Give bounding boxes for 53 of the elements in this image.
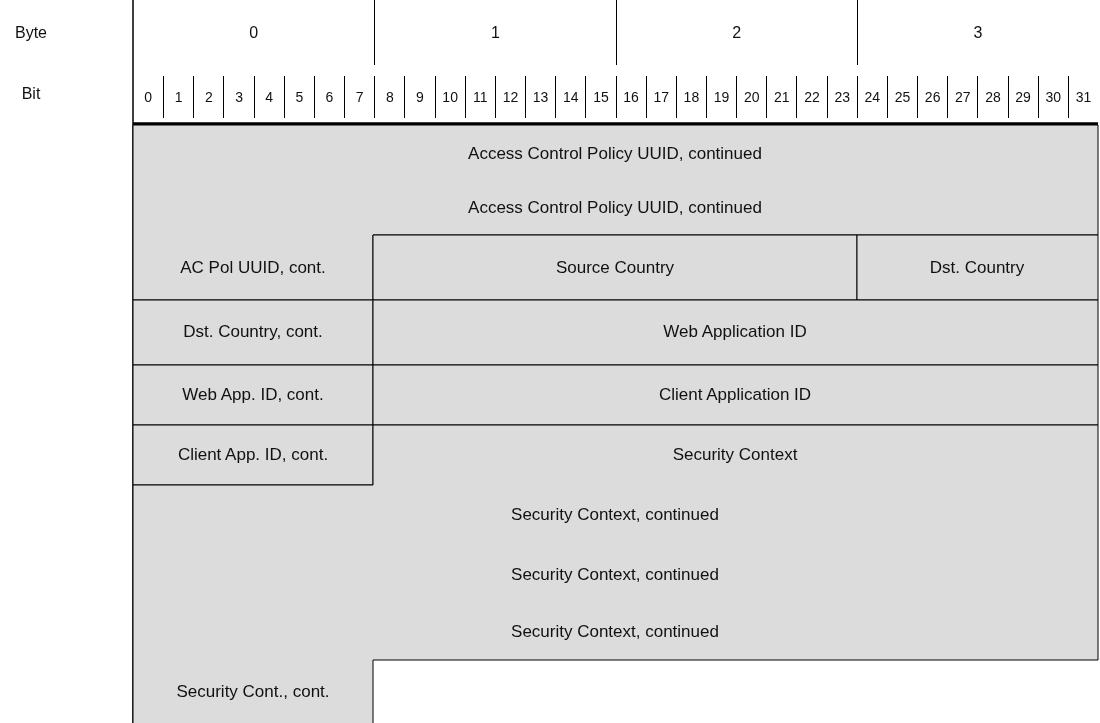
- bit-number: 18: [675, 76, 706, 118]
- byte-number: 2: [615, 0, 857, 65]
- field-label: Security Context, continued: [511, 505, 719, 525]
- bit-number: 15: [585, 76, 616, 118]
- field-label: Security Context, continued: [511, 565, 719, 585]
- bit-number: 25: [886, 76, 918, 118]
- bit-number: 13: [525, 76, 556, 118]
- field-label: Client App. ID, cont.: [177, 445, 329, 465]
- bit-number: 28: [977, 76, 1008, 118]
- field-label: AC Pol UUID, cont.: [180, 258, 326, 278]
- byte-number: 1: [374, 0, 616, 65]
- bit-number: 19: [705, 76, 737, 118]
- bit-number: 27: [947, 76, 978, 118]
- field-label: Security Context, continued: [511, 622, 719, 642]
- bit-number: 26: [917, 76, 948, 118]
- bit-number: 31: [1067, 76, 1098, 118]
- bit-number: 14: [555, 76, 586, 118]
- field-label: Security Cont., cont.: [176, 682, 330, 702]
- field-label: Access Control Policy UUID, continued: [468, 198, 762, 218]
- field-label: Web App. ID, cont.: [182, 385, 324, 405]
- field-label: Source Country: [555, 258, 675, 278]
- bit-number: 21: [766, 76, 797, 118]
- bit-number: 0: [143, 88, 153, 107]
- bit-number: 23: [826, 76, 857, 118]
- row-header: Byte: [14, 22, 48, 43]
- field-label: Dst. Country: [929, 258, 1025, 278]
- row-header: Bit: [20, 84, 42, 104]
- bit-number: 24: [856, 76, 887, 118]
- bit-number: 17: [645, 76, 676, 118]
- bit-number: 8: [374, 76, 405, 118]
- bit-number: 16: [615, 76, 646, 118]
- field-label: Access Control Policy UUID, continued: [468, 144, 762, 164]
- field-label: Web Application ID: [663, 322, 807, 342]
- field-label: Dst. Country, cont.: [183, 322, 323, 342]
- bit-number: 4: [253, 76, 284, 118]
- bit-number: 20: [736, 76, 767, 118]
- bit-number: 6: [313, 76, 345, 118]
- field-label: Security Context: [672, 445, 798, 465]
- byte-number: 0: [248, 22, 260, 43]
- bit-number: 1: [163, 76, 194, 118]
- byte-number: 3: [856, 0, 1098, 65]
- bit-number: 7: [344, 76, 375, 118]
- bit-number: 5: [283, 76, 314, 118]
- bit-number: 11: [464, 76, 495, 118]
- bit-number: 29: [1007, 76, 1038, 118]
- bit-number: 30: [1037, 76, 1068, 118]
- bit-number: 22: [796, 76, 827, 118]
- field-label: Client Application ID: [658, 385, 812, 405]
- bit-number: 10: [434, 76, 465, 118]
- bit-number: 2: [193, 76, 224, 118]
- bit-number: 3: [223, 76, 254, 118]
- bit-number: 12: [494, 76, 526, 118]
- bit-number: 9: [404, 76, 435, 118]
